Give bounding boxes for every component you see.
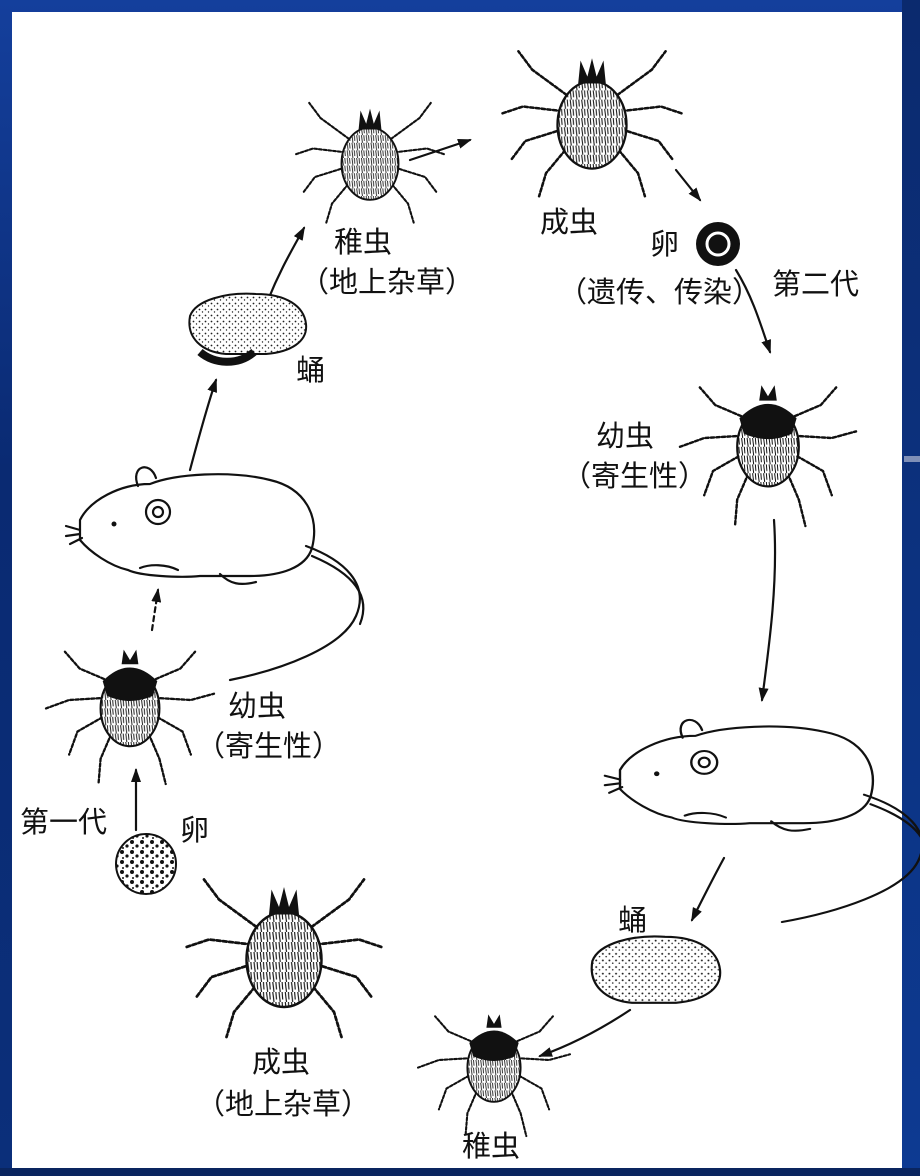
adult-top-figure: [502, 51, 681, 196]
label-larva-right: 幼虫: [596, 419, 654, 453]
label-larva-left-note: （寄生性）: [196, 729, 341, 763]
larva-left-figure: [46, 650, 214, 784]
label-larva-left: 幼虫: [228, 689, 286, 723]
arrow-adult-to-egg: [676, 170, 700, 200]
rat-right-figure: [605, 720, 920, 922]
label-adult-top: 成虫: [540, 205, 598, 239]
arrow-rat-to-pupa-left: [190, 380, 216, 470]
label-nymph-bottom: 稚虫: [462, 1129, 520, 1163]
label-adult-bottom: 成虫: [252, 1045, 310, 1079]
label-pupa-right: 蛹: [618, 903, 647, 937]
nymph-bottom-figure: [418, 1014, 570, 1136]
nymph-top-figure: [296, 103, 444, 223]
label-nymph-top-habitat: （地上杂草）: [300, 265, 474, 299]
label-generation-one: 第一代: [20, 805, 107, 839]
label-egg-transmission: （遗传、传染）: [558, 275, 761, 309]
label-adult-bottom-habitat: （地上杂草）: [196, 1087, 370, 1121]
label-nymph-top: 稚虫: [334, 225, 392, 259]
pupa-right-figure: [592, 936, 720, 1002]
adult-bottom-figure: [187, 880, 382, 1038]
arrow-pupa-to-nymph-top: [268, 228, 304, 300]
label-larva-right-note: （寄生性）: [562, 459, 707, 493]
egg-left-figure: [116, 834, 176, 894]
arrow-larva-to-rat: [762, 520, 775, 700]
arrow-rat-to-pupa: [692, 858, 724, 920]
arrow-larva-to-rat-left: [152, 590, 158, 630]
label-generation-two: 第二代: [772, 267, 859, 301]
label-egg-top: 卵: [650, 227, 679, 261]
egg-top-figure: [696, 222, 740, 266]
label-egg-left: 卵: [180, 813, 209, 847]
label-pupa-left: 蛹: [296, 353, 325, 387]
larva-right-figure: [680, 385, 856, 526]
rat-left-figure: [66, 467, 363, 680]
pupa-left-figure: [189, 294, 306, 354]
